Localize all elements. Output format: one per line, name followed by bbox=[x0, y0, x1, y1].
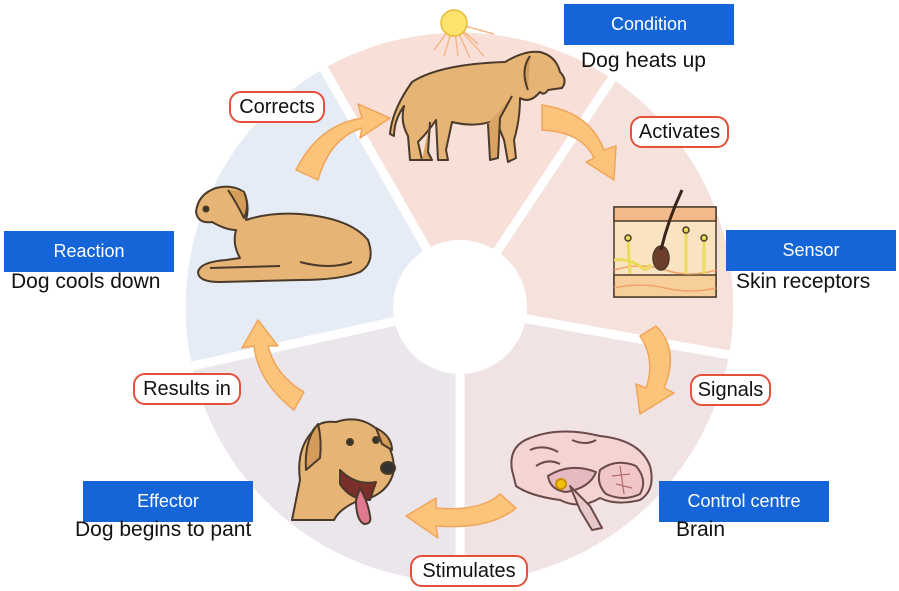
effector-description: Dog begins to pant bbox=[75, 518, 252, 541]
standing-dog-icon bbox=[389, 50, 566, 163]
effector-title: Effector bbox=[83, 481, 253, 522]
transition-results-in: Results in bbox=[133, 373, 241, 405]
control-centre-description: Brain bbox=[676, 518, 726, 541]
control-centre-title: Control centre bbox=[659, 481, 829, 522]
arrow-activates bbox=[541, 104, 617, 181]
lying-dog-icon bbox=[195, 185, 372, 283]
arrow-results-in bbox=[241, 319, 305, 411]
reaction-description: Dog cools down bbox=[11, 270, 161, 293]
transition-activates: Activates bbox=[630, 116, 729, 148]
segment-condition bbox=[323, 32, 612, 307]
center-circle bbox=[393, 240, 527, 374]
arrow-stimulates bbox=[405, 493, 517, 539]
condition-description: Dog heats up bbox=[581, 49, 706, 72]
sensor-description: Skin receptors bbox=[736, 270, 871, 293]
arrow-signals bbox=[635, 325, 675, 415]
brain-icon bbox=[510, 430, 653, 531]
transition-stimulates: Stimulates bbox=[410, 555, 528, 587]
condition-title: Condition bbox=[564, 4, 734, 45]
panting-dog-icon bbox=[291, 418, 396, 525]
arrow-corrects bbox=[295, 103, 391, 181]
transition-signals: Signals bbox=[690, 374, 771, 406]
skin-receptors-icon bbox=[613, 189, 717, 298]
sensor-title: Sensor bbox=[726, 230, 896, 271]
transition-corrects: Corrects bbox=[229, 91, 325, 123]
sun-icon bbox=[433, 9, 495, 59]
reaction-title: Reaction bbox=[4, 231, 174, 272]
